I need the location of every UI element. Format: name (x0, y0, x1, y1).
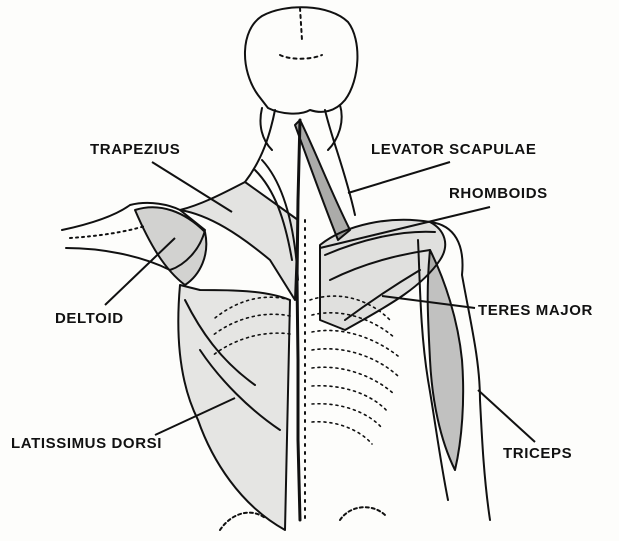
label-deltoid: DELTOID (55, 311, 124, 326)
label-latissimus-dorsi: LATISSIMUS DORSI (11, 436, 162, 451)
leader-triceps (478, 390, 535, 442)
label-trapezius: TRAPEZIUS (90, 142, 180, 157)
label-levator-scapulae: LEVATOR SCAPULAE (371, 142, 536, 157)
left-latissimus (178, 285, 290, 530)
label-rhomboids: RHOMBOIDS (449, 186, 548, 201)
spine (297, 120, 300, 520)
right-triceps (428, 250, 463, 470)
skull-suture (280, 8, 322, 59)
label-teres-major: TERES MAJOR (478, 303, 593, 318)
label-triceps: TRICEPS (503, 446, 572, 461)
leader-deltoid (105, 238, 175, 305)
levator-scapulae-shape (295, 120, 350, 240)
leader-levator (348, 162, 450, 193)
left-deltoid (135, 207, 206, 285)
